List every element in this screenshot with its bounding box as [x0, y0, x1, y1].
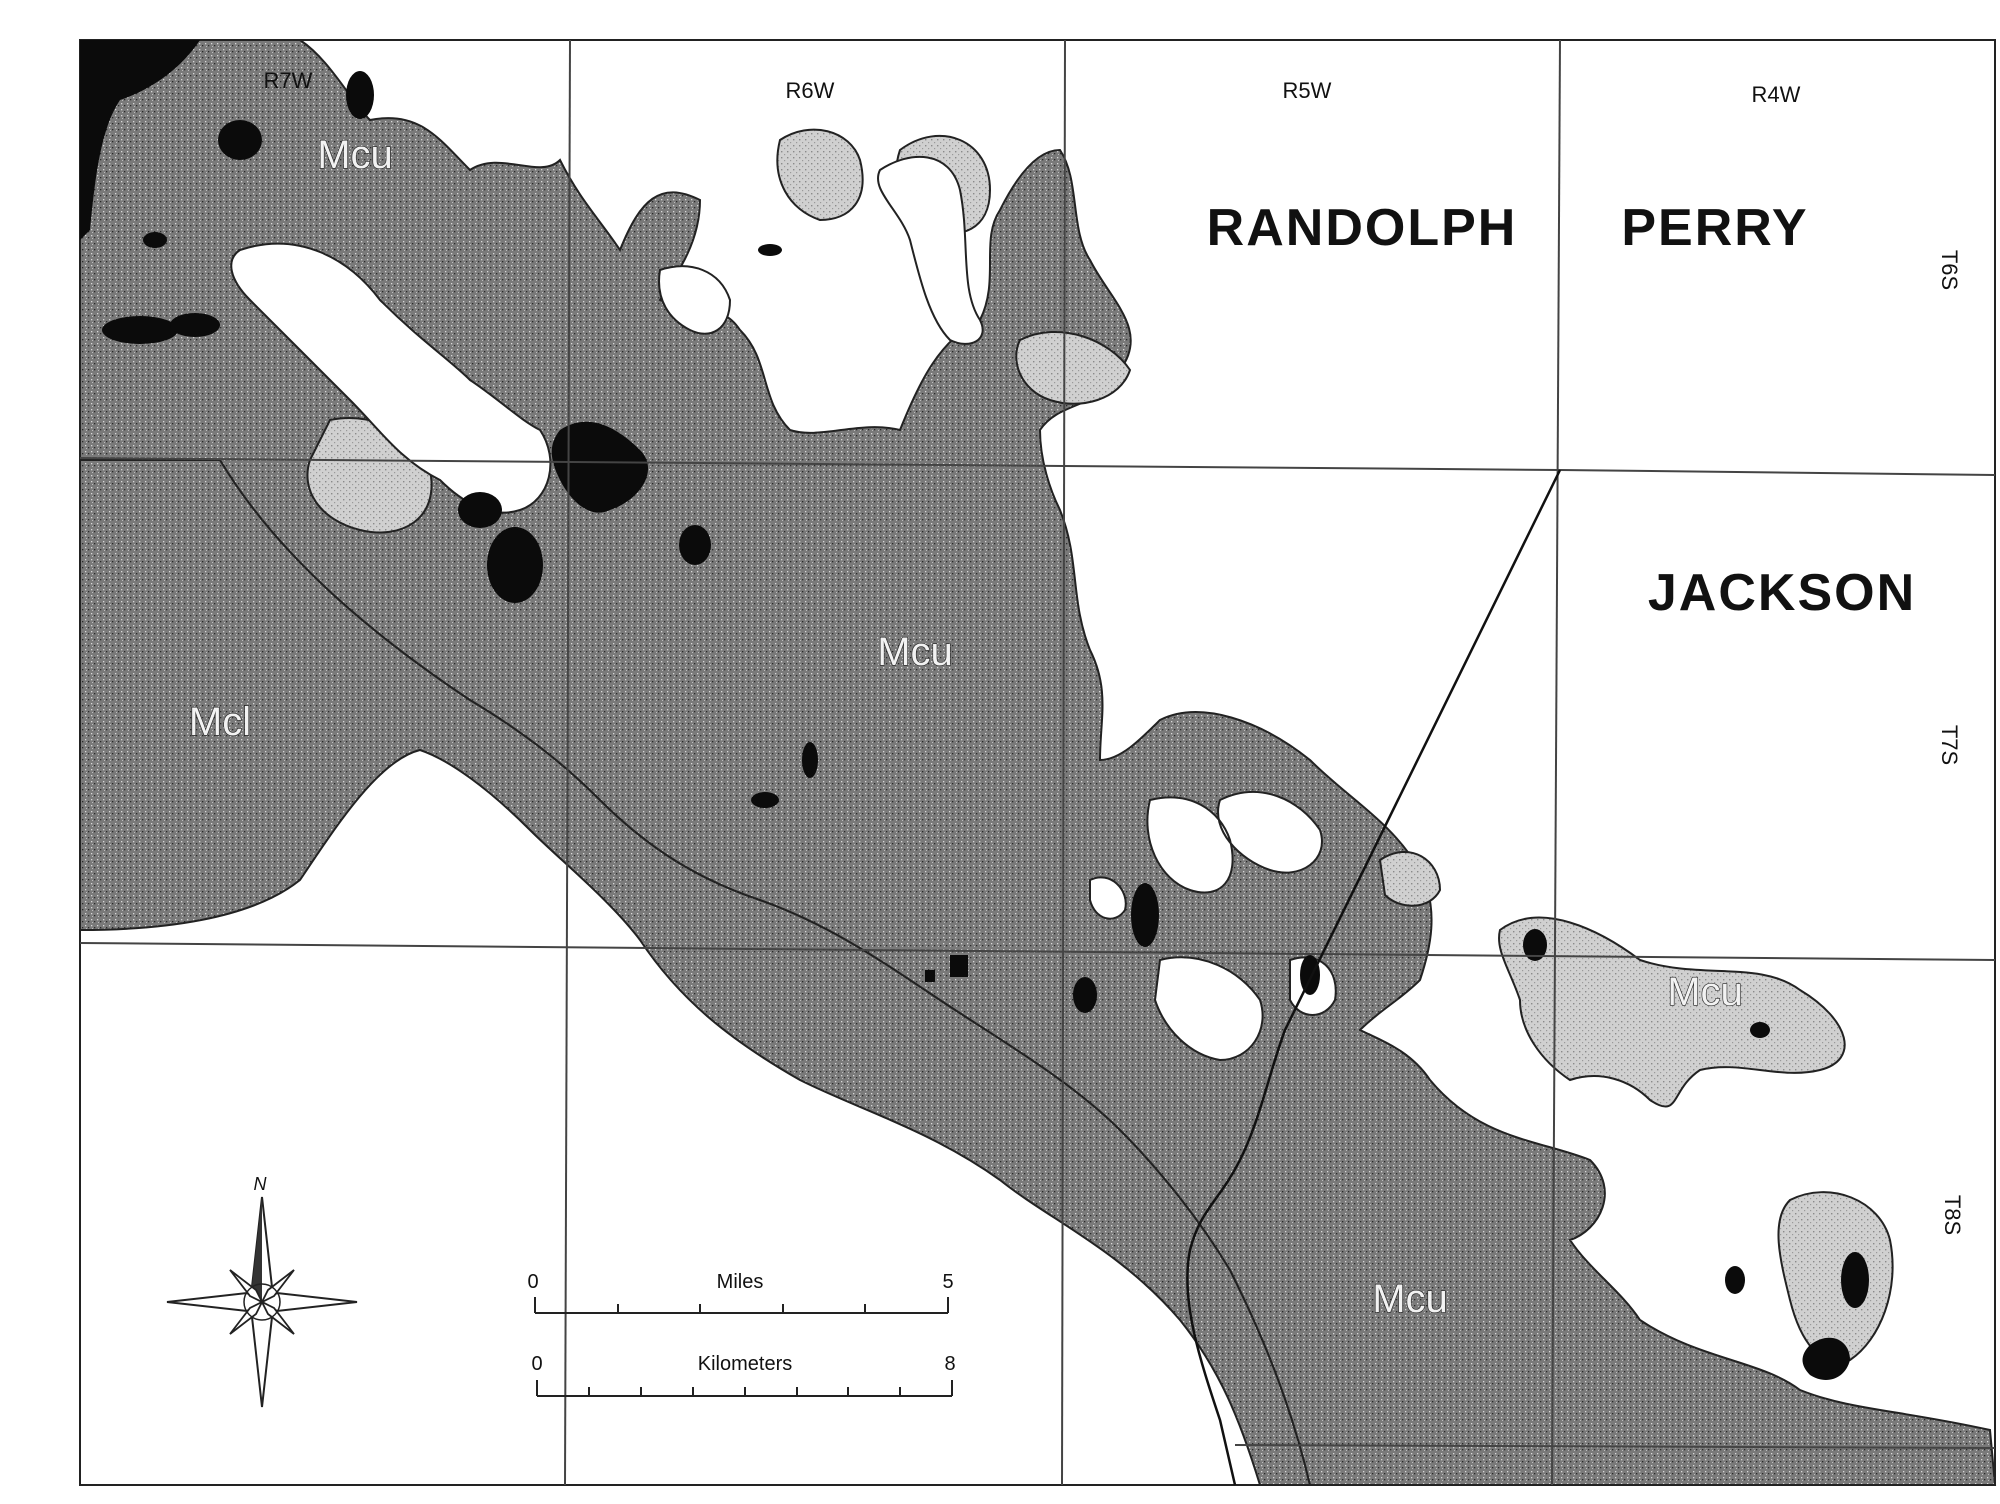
- county-boundary: [1186, 469, 1562, 1486]
- mcu-fringe-east: [1498, 916, 1846, 1108]
- county-label-jackson: JACKSON: [1648, 564, 1916, 622]
- deposit: [679, 525, 711, 565]
- scale-km-end: 8: [944, 1353, 955, 1375]
- deposit: [1523, 929, 1547, 961]
- deposit: [1073, 977, 1097, 1013]
- deposit: [170, 313, 220, 337]
- deposit: [1750, 1022, 1770, 1038]
- white-gaps: [230, 156, 1337, 1062]
- deposit: [950, 955, 968, 977]
- deposit: [1131, 883, 1159, 947]
- scale-bar-miles: [534, 1297, 949, 1314]
- range-label: R4W: [1752, 82, 1801, 107]
- deposit: [218, 120, 262, 160]
- unit-label: Mcu: [317, 133, 393, 177]
- unit-label: Mcl: [189, 700, 251, 744]
- unit-label: Mcu: [877, 630, 953, 674]
- county-label-randolph: RANDOLPH: [1207, 199, 1518, 257]
- township-label: T6S: [1937, 250, 1962, 290]
- scale-km-start: 0: [531, 1353, 542, 1375]
- county-label-perry: PERRY: [1621, 199, 1808, 257]
- deposit: [751, 792, 779, 808]
- black-deposits: [80, 40, 1869, 1380]
- scale-miles-end: 5: [942, 1271, 953, 1293]
- deposit: [143, 232, 167, 248]
- deposit: [458, 492, 502, 528]
- deposit: [1841, 1252, 1869, 1308]
- township-label: T8S: [1940, 1195, 1965, 1235]
- unit-label: Mcu: [1372, 1277, 1448, 1321]
- deposit: [1802, 1337, 1850, 1380]
- mcu-fringe-south: [1777, 1191, 1894, 1363]
- deposit: [1725, 1266, 1745, 1294]
- deposit-corner: [80, 40, 200, 240]
- deposit: [758, 244, 782, 256]
- scale-bar-kilometers: [536, 1380, 953, 1397]
- deposit: [925, 970, 935, 982]
- grid-lines: [79, 39, 1996, 1486]
- scale-km-label: Kilometers: [698, 1353, 792, 1375]
- range-label: R6W: [786, 78, 835, 103]
- range-label: R7W: [264, 68, 313, 93]
- deposit: [1300, 955, 1320, 995]
- compass-rose: N: [166, 1174, 358, 1408]
- unit-label: Mcu: [1667, 970, 1743, 1014]
- deposit: [346, 71, 374, 119]
- compass-north-label: N: [254, 1174, 268, 1194]
- scale-miles-start: 0: [527, 1271, 538, 1293]
- township-label: T7S: [1937, 725, 1962, 765]
- mcu-fringe-north: [306, 128, 1442, 907]
- deposit: [487, 527, 543, 603]
- deposit: [102, 316, 178, 344]
- scale-miles-label: Miles: [717, 1271, 764, 1293]
- deposit-large: [551, 421, 649, 513]
- deposit: [802, 742, 818, 778]
- range-label: R5W: [1283, 78, 1332, 103]
